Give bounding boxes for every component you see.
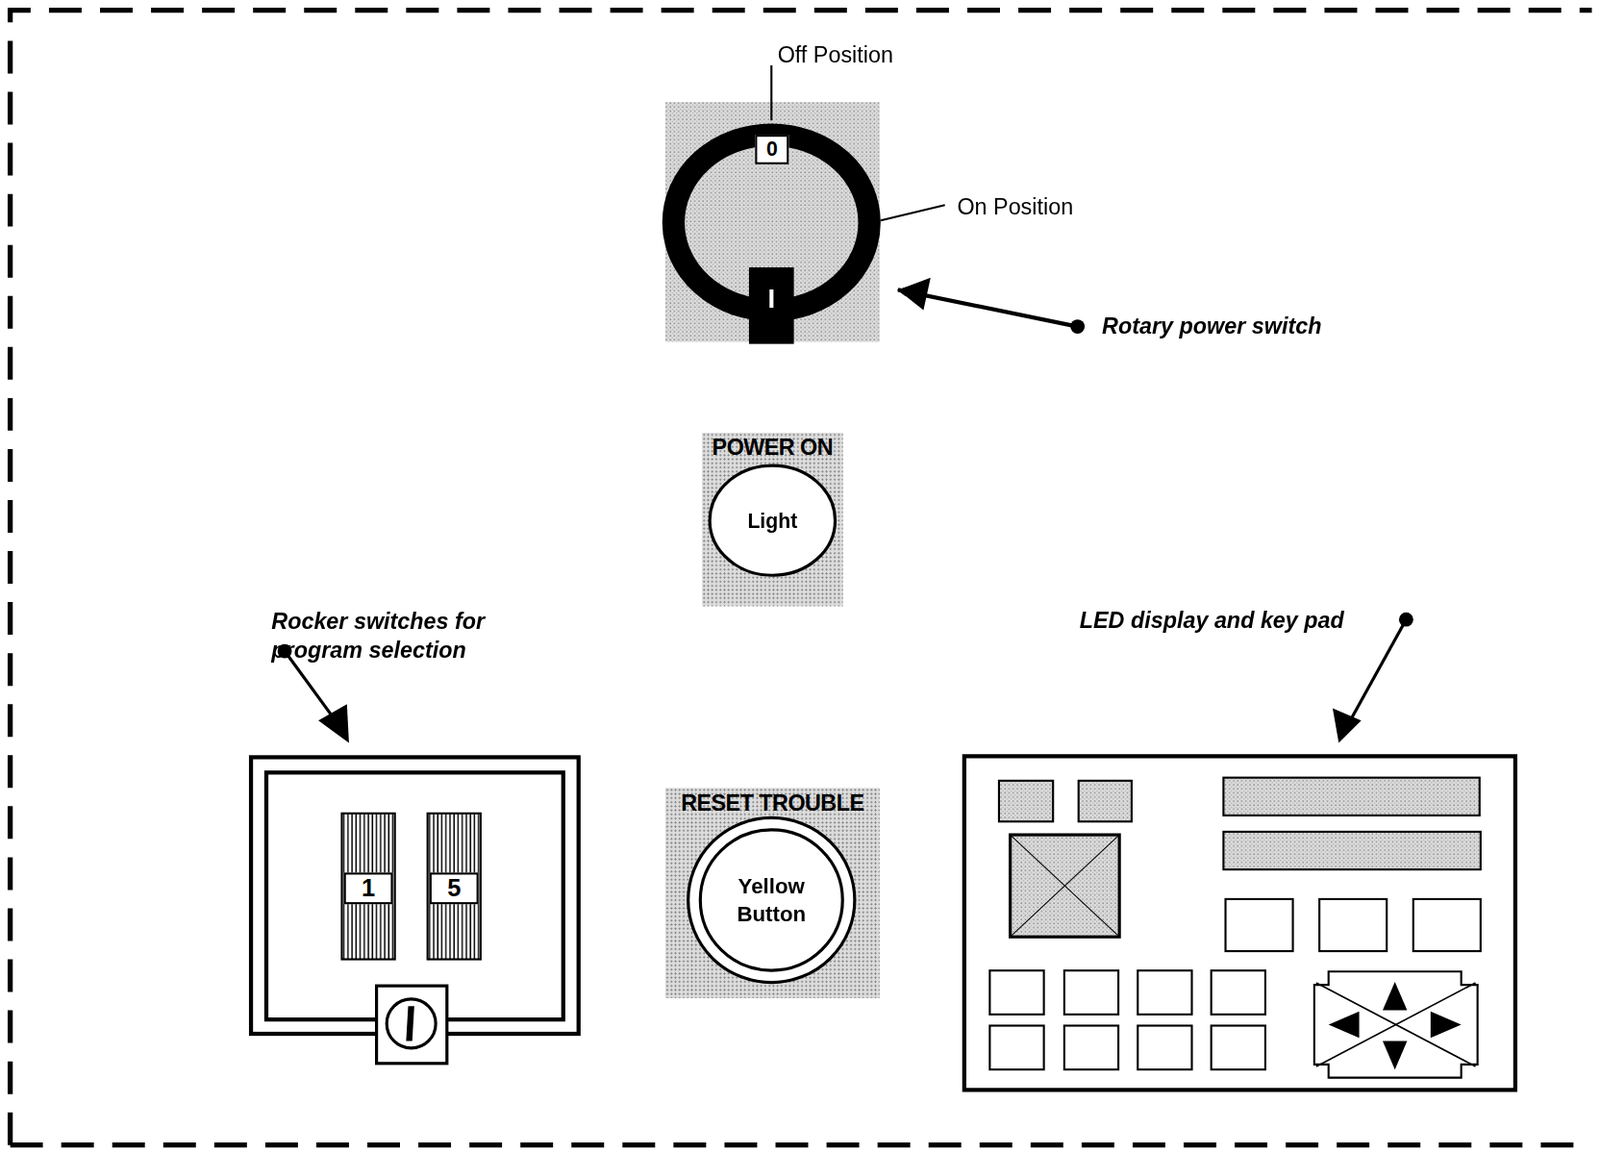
position-label: Off Position — [777, 40, 982, 70]
rocker-switch — [427, 813, 481, 960]
button-panel: RESET TROUBLE Yellow Button — [665, 787, 880, 999]
callout-label: LED display and key pad — [1079, 605, 1407, 635]
reset-button: Yellow Button — [684, 814, 858, 986]
callout-arrow — [1347, 619, 1407, 726]
switch-handle — [749, 267, 795, 345]
indicator-panel: POWER ON Light — [701, 432, 843, 606]
switch-plate — [665, 101, 880, 342]
callout-dot — [1070, 319, 1085, 334]
node-text: Yellow Button — [714, 871, 829, 929]
arrow-keys — [1314, 971, 1478, 1077]
arrow-head — [898, 277, 931, 311]
led-display-line — [1223, 777, 1479, 816]
led-display-line — [1223, 831, 1480, 870]
leader-line — [770, 65, 773, 121]
leader-line — [880, 204, 946, 221]
rocker-switch — [342, 813, 396, 960]
callout-label: Rotary power switch — [1101, 312, 1408, 342]
panel-heading: POWER ON — [712, 432, 833, 464]
panel-heading: RESET TROUBLE — [680, 787, 864, 819]
key-lock-cylinder — [386, 999, 436, 1049]
rocker-number: 1 — [344, 872, 394, 904]
callout-label: Rocker switches for program selection — [271, 606, 526, 666]
keypad-housing — [964, 755, 1516, 1090]
key-lock — [376, 985, 448, 1064]
rocker-number: 5 — [429, 872, 479, 904]
callout-dot — [1399, 612, 1414, 627]
node-outline — [684, 814, 858, 986]
blank-key — [1010, 834, 1121, 937]
node-text: 5 — [447, 872, 461, 905]
node-text: 0 — [766, 135, 778, 164]
arrow-head — [1332, 707, 1362, 743]
key-slot — [405, 1005, 414, 1041]
node-text: Light — [747, 506, 798, 535]
dashed-border — [10, 1142, 1593, 1148]
on-marker: I — [750, 282, 792, 318]
node-text: 1 — [361, 872, 375, 905]
indicator — [1078, 780, 1132, 822]
rocker-housing-inner — [266, 772, 564, 1020]
arrow-head — [318, 703, 350, 743]
position-marker: 0 — [754, 134, 789, 165]
indicator — [999, 780, 1053, 822]
dashed-border — [10, 10, 1593, 1146]
indicator-light: Light — [706, 463, 838, 578]
position-label: On Position — [956, 193, 1161, 223]
